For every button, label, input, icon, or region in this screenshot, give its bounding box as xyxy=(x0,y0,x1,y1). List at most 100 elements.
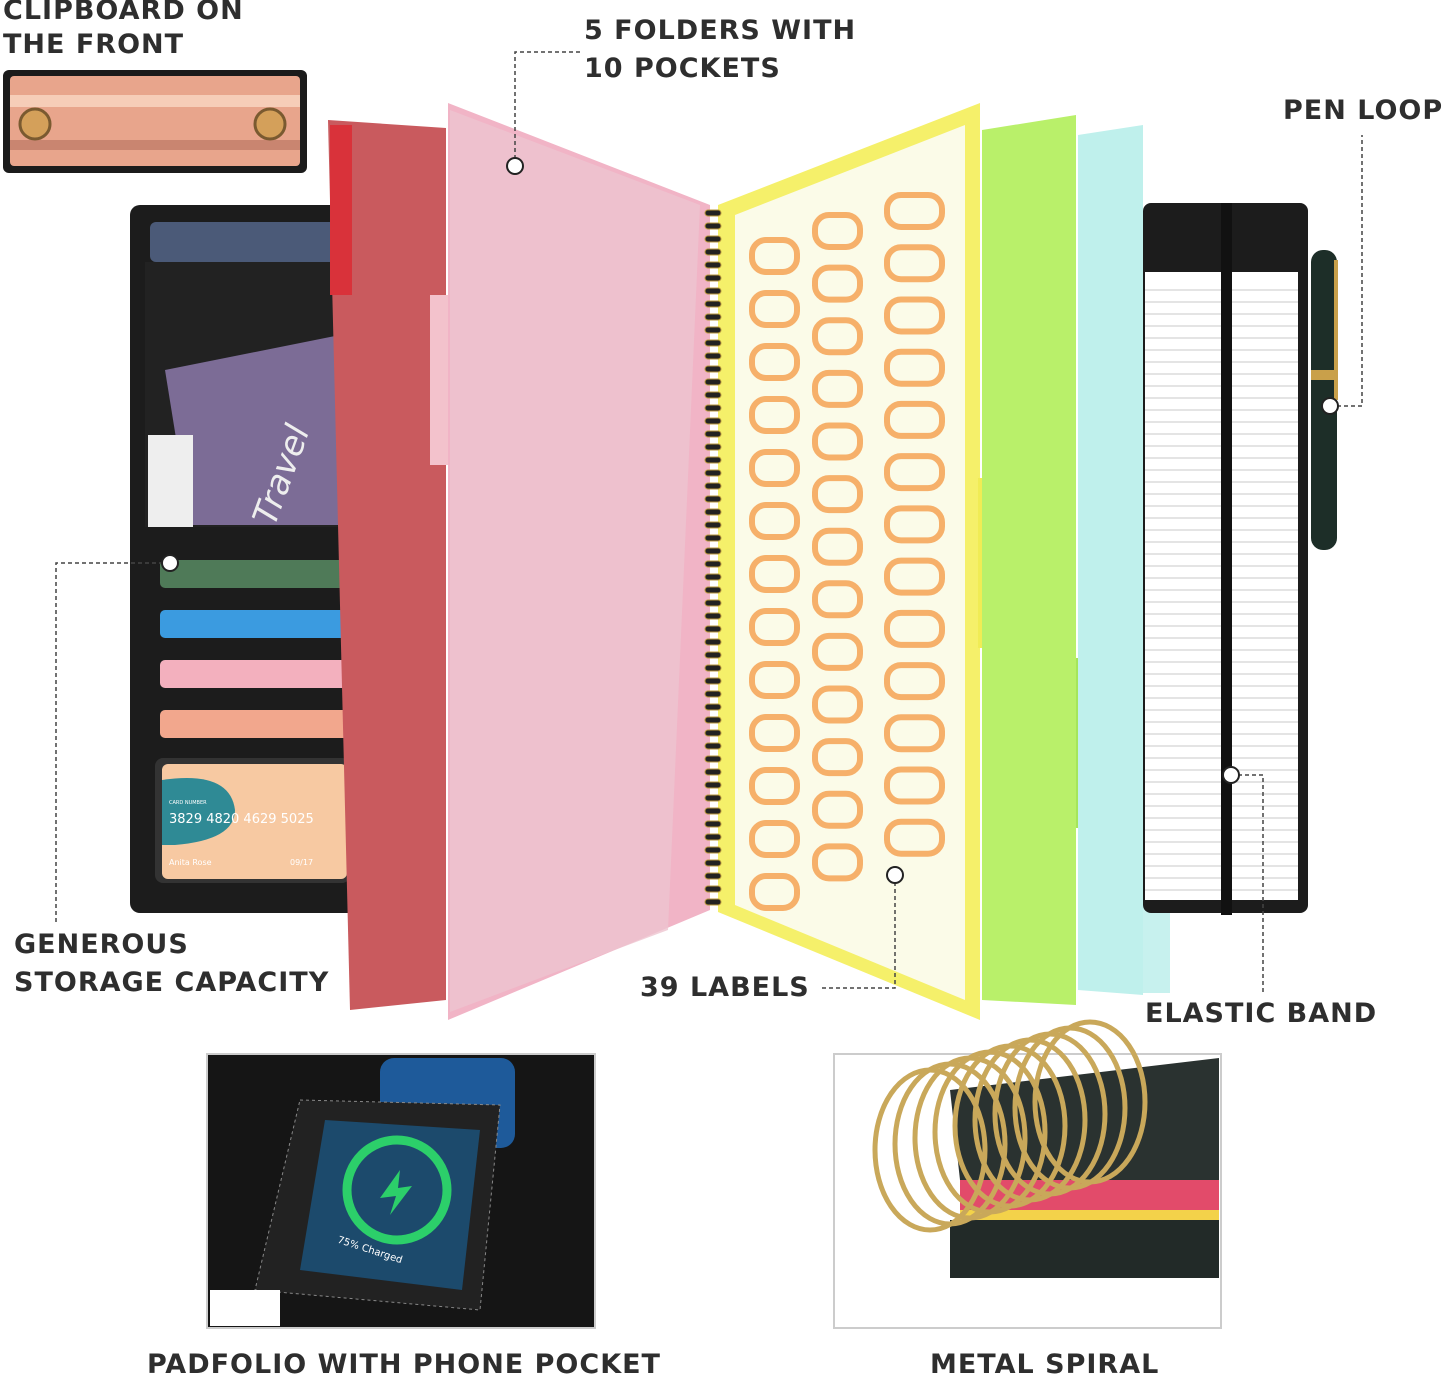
spiral-ring xyxy=(704,313,722,321)
sticker-label xyxy=(884,453,945,492)
sticker-label xyxy=(884,192,945,230)
left-storage-panel xyxy=(130,205,360,913)
card-holder-name: Anita Rose xyxy=(169,858,212,867)
spiral-ring xyxy=(704,703,722,711)
sticker-label xyxy=(749,555,800,593)
pink-folder xyxy=(448,103,710,1020)
spiral-ring xyxy=(704,547,722,555)
spiral-ring xyxy=(704,885,722,893)
sticker-label xyxy=(884,557,945,596)
red-folder xyxy=(328,120,448,1010)
spiral-ring xyxy=(704,651,722,659)
spiral-ring xyxy=(704,287,722,295)
spiral-ring xyxy=(704,586,722,594)
spiral-ring xyxy=(704,716,722,724)
spiral-ring xyxy=(704,859,722,867)
spiral-ring xyxy=(704,820,722,828)
spiral-ring xyxy=(704,378,722,386)
spiral-ring xyxy=(704,573,722,581)
sticker-label xyxy=(884,609,945,648)
sticker-label xyxy=(884,400,945,439)
spiral-ring xyxy=(704,755,722,763)
sticker-label xyxy=(749,714,800,752)
sticker-label xyxy=(812,317,863,356)
spiral-ring xyxy=(704,300,722,308)
sticker-label xyxy=(749,661,800,699)
sticker-label xyxy=(884,714,945,753)
caption-metal-spiral: METAL SPIRAL xyxy=(930,1349,1160,1378)
sticker-labels-grid xyxy=(749,192,945,911)
spiral-ring xyxy=(704,898,722,906)
sticker-label xyxy=(749,767,800,805)
sticker-label xyxy=(749,343,800,381)
spiral-ring xyxy=(704,612,722,620)
spiral-ring xyxy=(704,469,722,477)
sticker-label xyxy=(749,237,800,275)
sticker-label xyxy=(884,296,945,335)
caption-padfolio: PADFOLIO WITH PHONE POCKET xyxy=(147,1349,661,1378)
sticker-label xyxy=(812,685,863,724)
sticker-label xyxy=(812,580,863,619)
spiral-ring xyxy=(704,872,722,880)
spiral-binding xyxy=(704,209,722,906)
spiral-ring xyxy=(704,274,722,282)
spiral-ring xyxy=(704,261,722,269)
card-number-label: CARD NUMBER xyxy=(169,800,207,806)
spiral-ring xyxy=(704,599,722,607)
spiral-ring xyxy=(704,508,722,516)
callout-dots xyxy=(161,157,1339,884)
sticker-label xyxy=(749,396,800,434)
callout-leaders xyxy=(55,51,1363,995)
spiral-ring xyxy=(704,339,722,347)
spiral-ring xyxy=(704,248,722,256)
callout-line: GENEROUS xyxy=(14,929,189,960)
metal-spiral-photo xyxy=(833,1019,1222,1329)
sticker-label xyxy=(749,449,800,487)
callout-pen-loop: PEN LOOP xyxy=(1283,95,1444,126)
spiral-ring xyxy=(704,664,722,672)
spiral-ring xyxy=(704,768,722,776)
spiral-ring xyxy=(704,807,722,815)
callout-line: CLIPBOARD ON xyxy=(3,0,244,26)
sticker-label xyxy=(812,264,863,303)
sticker-label xyxy=(749,820,800,858)
sticker-label xyxy=(884,766,945,805)
spiral-ring xyxy=(704,742,722,750)
callout-line: STORAGE CAPACITY xyxy=(14,967,330,998)
spiral-ring xyxy=(704,430,722,438)
sticker-label xyxy=(812,422,863,461)
spiral-ring xyxy=(704,625,722,633)
spiral-ring xyxy=(704,495,722,503)
spiral-ring xyxy=(704,222,722,230)
spiral-ring xyxy=(704,729,722,737)
spiral-ring xyxy=(704,391,722,399)
callout-line: 5 FOLDERS WITH xyxy=(584,15,857,46)
sticker-label xyxy=(812,369,863,408)
spiral-ring xyxy=(704,638,722,646)
sticker-label xyxy=(812,632,863,671)
sticker-label xyxy=(812,475,863,514)
sticker-label xyxy=(884,505,945,544)
spiral-ring xyxy=(704,560,722,568)
callout-line: THE FRONT xyxy=(3,29,185,60)
card-number: 3829 4820 4629 5025 xyxy=(169,812,314,827)
sticker-label xyxy=(749,608,800,646)
spiral-ring xyxy=(704,417,722,425)
callout-storage: GENEROUS STORAGE CAPACITY xyxy=(14,926,329,1002)
sticker-label xyxy=(884,818,945,857)
sticker-label xyxy=(884,244,945,283)
spiral-ring xyxy=(704,482,722,490)
callout-labels: 39 LABELS xyxy=(640,972,810,1003)
sticker-label xyxy=(812,790,863,829)
elastic-band xyxy=(1221,203,1232,915)
spiral-ring xyxy=(704,235,722,243)
sticker-label xyxy=(812,843,863,882)
spiral-ring xyxy=(704,534,722,542)
sticker-label xyxy=(812,527,863,566)
phone-pocket-photo xyxy=(206,1053,596,1329)
callout-folders: 5 FOLDERS WITH 10 POCKETS xyxy=(584,12,856,88)
callout-clipboard: CLIPBOARD ON THE FRONT xyxy=(3,0,244,62)
spiral-ring xyxy=(704,209,722,217)
